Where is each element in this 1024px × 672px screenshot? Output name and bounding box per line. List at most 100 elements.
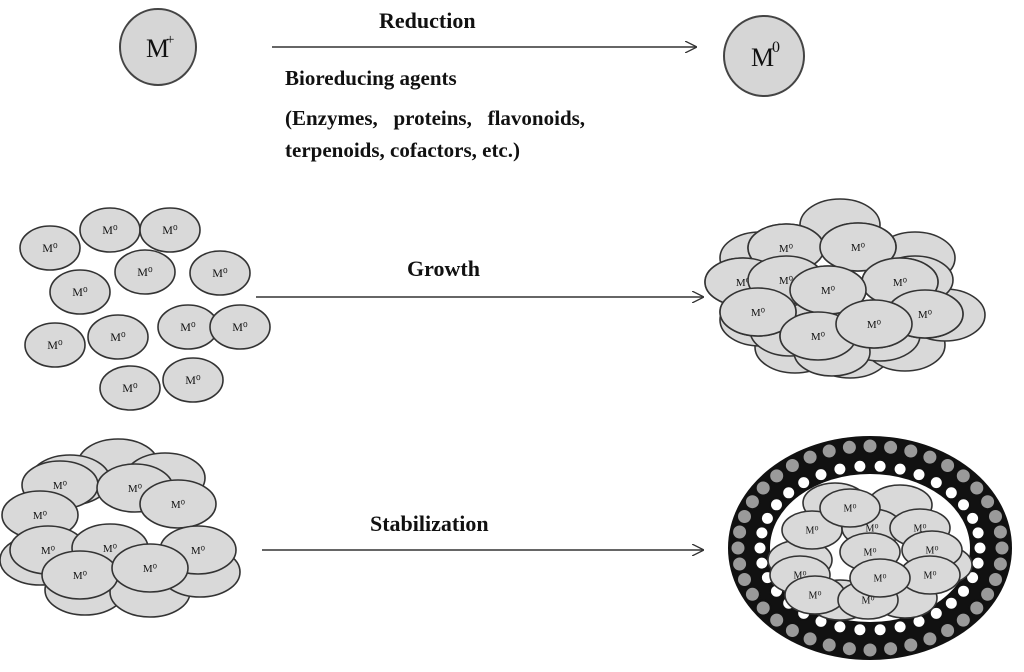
particle-label: M⁰ [191,545,206,557]
shell-inner-bead [928,605,944,621]
shell-outer-bead [968,479,986,497]
particle-label: M⁰ [794,571,807,582]
shell-inner-bead [754,555,770,571]
particle-label: M⁰ [751,307,766,319]
scattered-atom: M⁰ [157,304,219,350]
shell-outer-bead [987,571,1004,588]
particle-label: M⁰ [821,285,836,297]
particle-label: M⁰ [47,338,63,352]
shell-outer-bead [921,630,939,648]
shell-outer-bead [993,539,1011,557]
shell-outer-bead [736,571,753,588]
shell-outer-bead [754,599,772,617]
metal-ion-symbol: M [146,34,169,63]
particle-label: M⁰ [185,373,201,387]
particle-label: M⁰ [110,330,126,344]
particle-label: M⁰ [232,320,248,334]
cluster-particle: M⁰ [41,550,119,600]
shell-inner-bead [852,622,868,638]
metal-atom-symbol: M [751,43,774,72]
shell-inner-bead [956,583,971,599]
shell-inner-bead [769,497,784,513]
particle-label: M⁰ [171,499,186,511]
shell-inner-bead [970,555,986,571]
reduction-label: Reduction [379,8,476,33]
shell-outer-bead [991,523,1009,541]
shell-inner-bead [956,497,971,513]
shell-outer-bead [743,493,761,511]
shell-inner-bead [832,619,848,635]
particle-label: M⁰ [736,277,751,289]
shell-outer-bead [902,442,920,460]
shell-inner-bead [965,510,981,526]
particle-label: M⁰ [914,524,927,535]
particle-label: M⁰ [806,526,819,537]
scattered-atom: M⁰ [114,249,176,295]
shell-outer-bead [801,448,819,466]
particle-label: M⁰ [128,483,143,495]
particle-label: M⁰ [33,510,48,522]
metal-atom-charge: 0 [772,39,780,56]
metal-atom-sphere: M 0 [723,15,805,97]
shell-outer-bead [954,467,972,485]
particle-label: M⁰ [867,319,882,331]
shell-inner-bead [972,540,988,556]
particle-label: M⁰ [811,331,826,343]
shell-outer-bead [783,622,801,639]
particle-label: M⁰ [212,266,228,280]
scattered-atom: M⁰ [79,207,141,253]
particle-label: M⁰ [779,243,794,255]
shell-inner-bead [911,467,927,483]
shell-outer-bead [882,438,900,456]
shell-outer-bead [736,508,753,525]
scattered-atom: M⁰ [24,322,86,368]
metal-ion-charge: + [166,32,174,48]
shell-inner-bead [943,595,959,611]
particle-label: M⁰ [102,223,118,237]
particle-label: M⁰ [72,285,88,299]
particle-label: M⁰ [53,480,68,492]
core-particle: M⁰ [819,488,881,528]
core-particle: M⁰ [849,558,911,598]
shell-outer-bead [954,611,972,629]
bioreducing-agents-title: Bioreducing agents [285,66,457,90]
shell-outer-bead [979,493,997,511]
particle-label: M⁰ [41,545,56,557]
shell-outer-bead [729,539,747,557]
shell-outer-bead [754,479,772,497]
shell-inner-bead [752,540,768,556]
shell-inner-bead [892,461,908,477]
particle-label: M⁰ [924,571,937,582]
shell-outer-bead [820,636,838,654]
cluster-particle: M⁰ [111,543,189,593]
shell-inner-bead [754,525,770,541]
shell-outer-bead [902,636,920,654]
scattered-atom: M⁰ [139,207,201,253]
particle-label: M⁰ [864,548,877,559]
bioreducing-agents-list: (Enzymes, proteins, flavonoids, [285,106,586,130]
shell-inner-bead [796,475,812,491]
particle-label: M⁰ [103,543,118,555]
shell-inner-bead [872,458,888,474]
particle-label: M⁰ [874,574,887,585]
shell-outer-bead [939,457,957,474]
particle-label: M⁰ [862,596,875,607]
shell-inner-bead [970,525,986,541]
growth-label: Growth [407,256,480,281]
particle-label: M⁰ [809,591,822,602]
scattered-atom: M⁰ [49,269,111,315]
shell-inner-bead [813,467,829,483]
shell-outer-bead [991,555,1009,573]
scattered-atom: M⁰ [189,250,251,296]
shell-outer-bead [768,467,786,485]
particle-label: M⁰ [122,381,138,395]
shell-outer-bead [882,640,900,658]
shell-inner-bead [943,485,959,501]
particle-label: M⁰ [42,241,58,255]
shell-outer-bead [861,641,879,659]
shell-inner-bead [759,510,775,526]
